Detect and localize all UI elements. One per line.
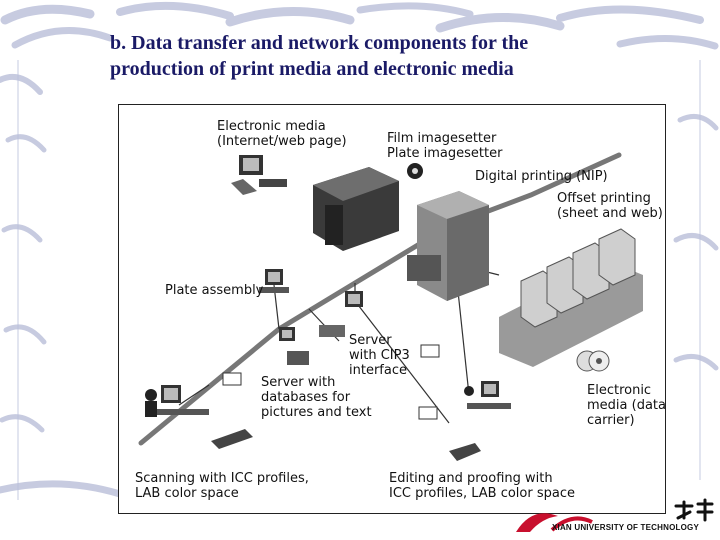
label-scanning: Scanning with ICC profiles, LAB color sp… — [135, 471, 309, 501]
label-offset-printing: Offset printing (sheet and web) — [557, 191, 663, 221]
digital-printer-icon — [407, 191, 489, 301]
label-server-cip3-line-3: interface — [349, 363, 407, 378]
plate-assembly-workstation-icon — [259, 269, 289, 293]
label-imagesetters: Film imagesetter Plate imagesetter — [387, 131, 502, 161]
offset-press-icon — [499, 228, 643, 367]
label-server-cip3: Server with CIP3 interface — [349, 333, 410, 378]
label-plate-assembly: Plate assembly — [165, 283, 264, 298]
network-diagram: Electronic media (Internet/web page) Fil… — [118, 104, 666, 514]
electronic-media-computer-icon — [231, 155, 287, 195]
label-database-server: Server with databases for pictures and t… — [261, 375, 372, 420]
label-film-imagesetter: Film imagesetter — [387, 131, 497, 146]
label-server-cip3-line-2: with CIP3 — [349, 348, 410, 363]
label-server-cip3-line-1: Server — [349, 333, 392, 348]
label-electronic-media-line-1: Electronic media — [217, 119, 326, 134]
editing-workstation-icon — [418, 381, 511, 461]
label-scanning-line-2: LAB color space — [135, 486, 239, 501]
slide-title-line-2: production of print media and electronic… — [110, 58, 514, 80]
slide-title-line-1: b. Data transfer and network components … — [110, 32, 529, 54]
slide-title: b. Data transfer and network components … — [110, 30, 670, 82]
label-electronic-media-line-2: (Internet/web page) — [217, 134, 347, 149]
label-electronic-data-carrier-line-3: carrier) — [587, 413, 635, 428]
label-digital-printing: Digital printing (NIP) — [475, 169, 608, 184]
database-server-icon — [222, 327, 309, 386]
scanning-workstation-icon — [145, 385, 253, 449]
label-database-server-line-2: databases for — [261, 390, 351, 405]
label-editing-proofing: Editing and proofing with ICC profiles, … — [389, 471, 575, 501]
label-electronic-data-carrier: Electronic media (data carrier) — [587, 383, 666, 428]
label-database-server-line-1: Server with — [261, 375, 336, 390]
label-electronic-data-carrier-line-2: media (data — [587, 398, 666, 413]
server-cip3-icon — [319, 291, 440, 358]
imagesetter-icon — [313, 163, 423, 251]
label-database-server-line-3: pictures and text — [261, 405, 372, 420]
network-cable — [138, 152, 622, 446]
label-scanning-line-1: Scanning with ICC profiles, — [135, 471, 309, 486]
university-name: XIAN UNIVERSITY OF TECHNOLOGY — [552, 523, 699, 532]
label-editing-proofing-line-2: ICC profiles, LAB color space — [389, 486, 575, 501]
label-offset-printing-line-1: Offset printing — [557, 191, 651, 206]
network-diagram-graphic — [138, 152, 643, 461]
label-electronic-media: Electronic media (Internet/web page) — [217, 119, 347, 149]
data-carrier-cd-icon — [576, 350, 610, 372]
label-editing-proofing-line-1: Editing and proofing with — [389, 471, 553, 486]
label-offset-printing-line-2: (sheet and web) — [557, 206, 663, 221]
label-plate-imagesetter: Plate imagesetter — [387, 146, 503, 161]
label-electronic-data-carrier-line-1: Electronic — [587, 383, 652, 398]
university-logo — [516, 498, 714, 532]
